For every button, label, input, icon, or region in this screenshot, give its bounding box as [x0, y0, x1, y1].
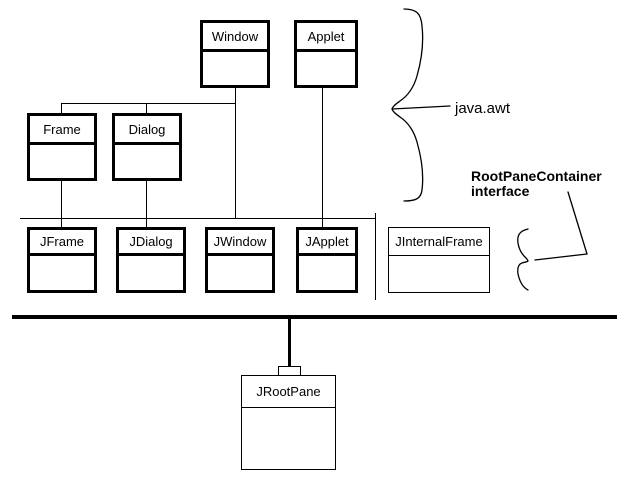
class-box-jwindow-body — [208, 256, 272, 287]
interface-pointer-leader — [534, 191, 588, 261]
class-box-dialog-body — [115, 145, 179, 178]
class-box-jdialog-title: JDialog — [119, 230, 183, 256]
connector-applet-to-japplet — [322, 88, 323, 227]
class-box-jrootpane-title: JRootPane — [242, 376, 335, 408]
class-box-jrootpane[interactable]: JRootPane — [241, 375, 336, 470]
class-box-jdialog[interactable]: JDialog — [116, 227, 186, 293]
class-box-window-body — [203, 52, 267, 85]
label-java-awt: java.awt — [455, 100, 511, 117]
class-box-jinternalframe-title: JInternalFrame — [389, 228, 489, 256]
class-box-jinternalframe[interactable]: JInternalFrame — [388, 227, 490, 293]
class-box-jframe-body — [30, 256, 94, 287]
connector-dialog-to-jdialog — [146, 181, 147, 227]
class-box-applet-body — [297, 52, 355, 85]
separator-rootpane-rule — [12, 315, 617, 319]
label-rootpanecontainer: RootPaneContainer — [471, 168, 602, 184]
class-box-dialog-title: Dialog — [115, 116, 179, 145]
class-box-window[interactable]: Window — [200, 20, 270, 88]
class-box-applet[interactable]: Applet — [294, 20, 358, 88]
java-awt-brace-icon — [391, 8, 424, 202]
connector-dialog-up — [146, 103, 147, 113]
separator-internalframe-divider — [375, 213, 376, 300]
class-box-frame-title: Frame — [30, 116, 94, 145]
label-interface: interface — [471, 183, 530, 199]
connector-frame-dialog-branch — [61, 103, 236, 104]
class-box-japplet-body — [299, 256, 355, 287]
connector-frame-up — [61, 103, 62, 113]
class-box-japplet-title: JApplet — [299, 230, 355, 256]
class-box-applet-title: Applet — [297, 23, 355, 52]
java-awt-brace-tick — [391, 105, 451, 110]
class-box-jwindow[interactable]: JWindow — [205, 227, 275, 293]
class-box-jwindow-title: JWindow — [208, 230, 272, 256]
class-box-frame[interactable]: Frame — [27, 113, 97, 181]
separator-awt-swing-bus — [20, 218, 376, 219]
class-box-japplet[interactable]: JApplet — [296, 227, 358, 293]
class-box-window-title: Window — [203, 23, 267, 52]
class-box-jdialog-body — [119, 256, 183, 287]
connector-window-down — [235, 88, 236, 218]
connector-frame-to-jframe — [61, 181, 62, 227]
class-box-jinternalframe-body — [389, 256, 489, 292]
class-box-jframe[interactable]: JFrame — [27, 227, 97, 293]
connector-rule-to-jrootpane — [288, 318, 291, 366]
rootpanecontainer-brace-icon — [517, 228, 529, 291]
class-box-jframe-title: JFrame — [30, 230, 94, 256]
class-box-jrootpane-body — [242, 408, 335, 469]
class-box-dialog[interactable]: Dialog — [112, 113, 182, 181]
class-box-frame-body — [30, 145, 94, 178]
